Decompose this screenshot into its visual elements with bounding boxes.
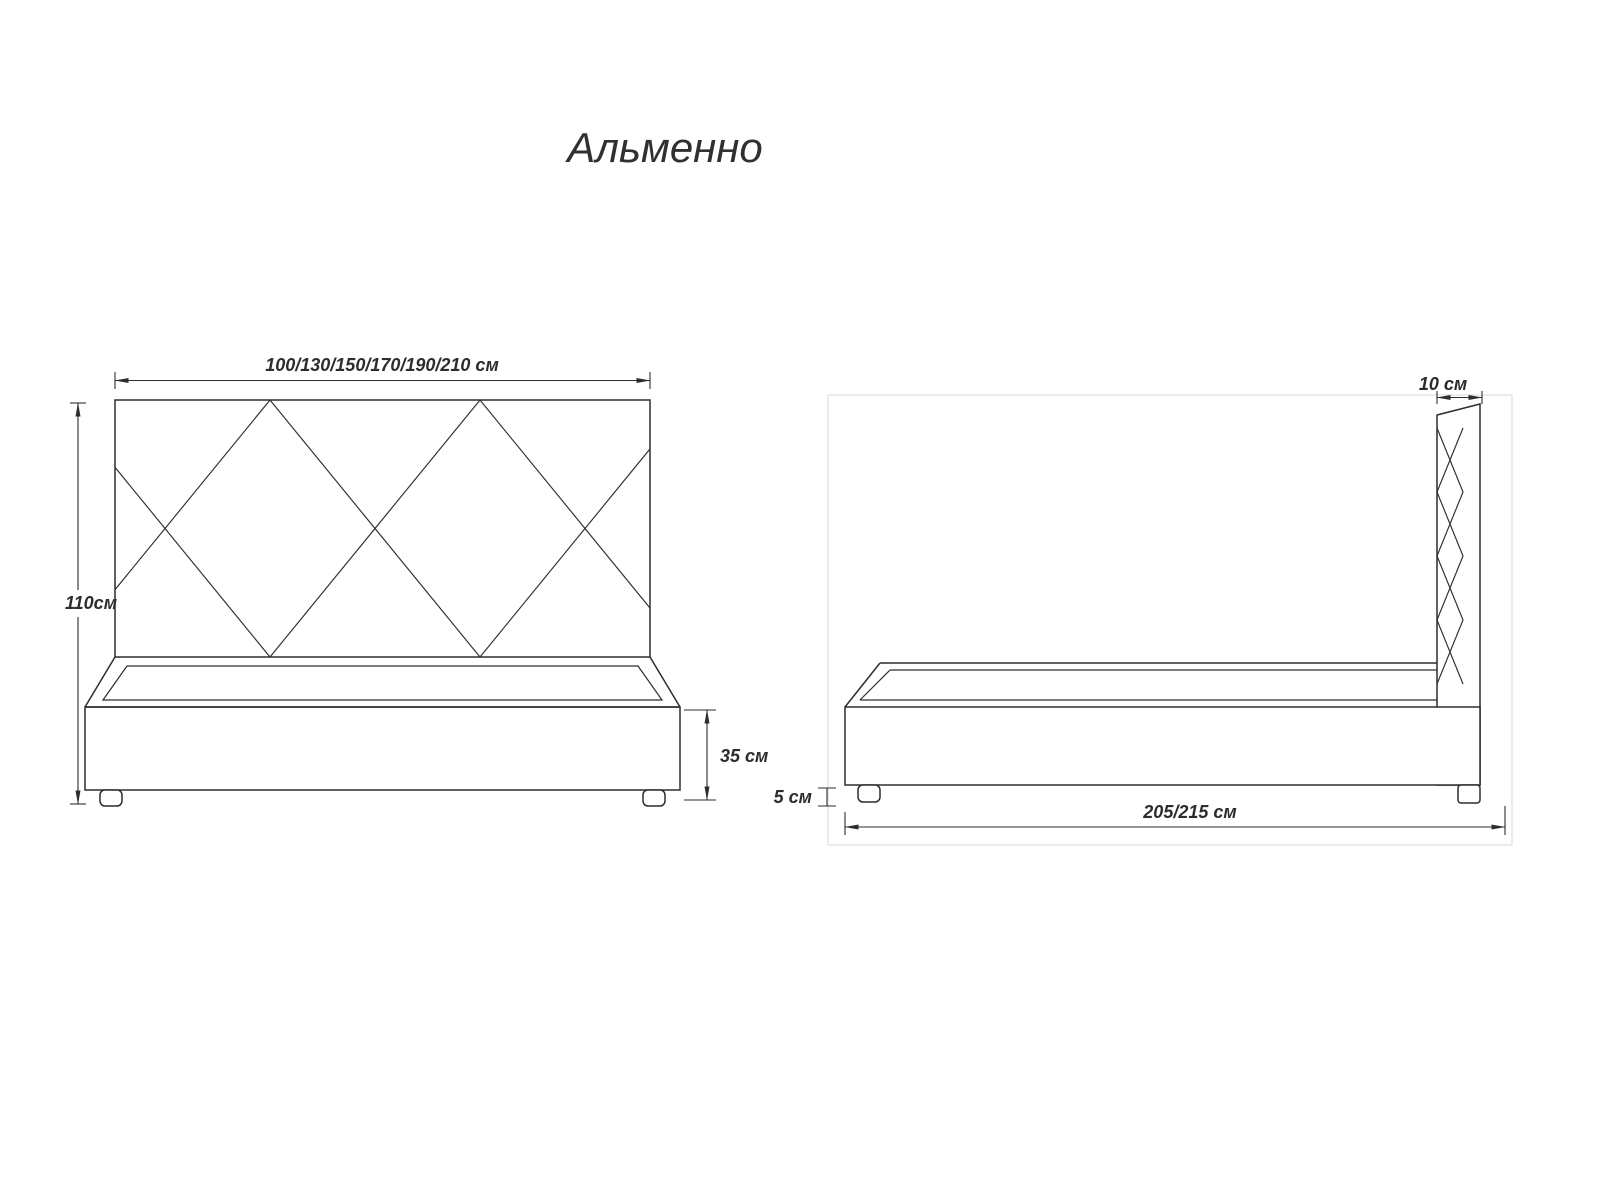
side-leg-height-dimension-label: 5 см — [774, 787, 812, 807]
front-base-rim — [84, 656, 681, 708]
front-base-panel — [84, 706, 681, 791]
side-headboard-foot — [1457, 784, 1481, 804]
front-width-dimension-label: 100/130/150/170/190/210 см — [265, 355, 499, 375]
side-length-dimension-label: 205/215 см — [1142, 802, 1236, 822]
front-view: 100/130/150/170/190/210 см 110см 35 см — [65, 355, 768, 807]
side-base-rim — [844, 662, 1437, 708]
front-headboard-pattern — [115, 400, 650, 657]
side-leg-height-dimension — [818, 787, 836, 807]
side-thickness-dimension-label: 10 см — [1419, 374, 1467, 394]
front-height-dimension — [70, 402, 86, 805]
front-width-dimension — [114, 372, 651, 389]
side-length-dimension — [844, 806, 1506, 835]
front-leg-right — [642, 789, 666, 807]
side-thickness-dimension — [1436, 391, 1483, 404]
drawing-title: Альменно — [564, 124, 763, 171]
front-headboard — [114, 399, 651, 658]
side-view: 10 см 205/215 см 5 см — [774, 374, 1513, 846]
side-drawing-frame — [827, 394, 1513, 846]
side-base-panel — [844, 706, 1481, 786]
front-base-height-dimension-label: 35 см — [720, 746, 768, 766]
side-leg-left — [857, 784, 881, 803]
front-base-height-dimension — [684, 709, 716, 801]
front-height-dimension-label: 110см — [65, 593, 117, 613]
side-headboard-pattern — [1436, 427, 1464, 685]
front-leg-left — [99, 789, 123, 807]
